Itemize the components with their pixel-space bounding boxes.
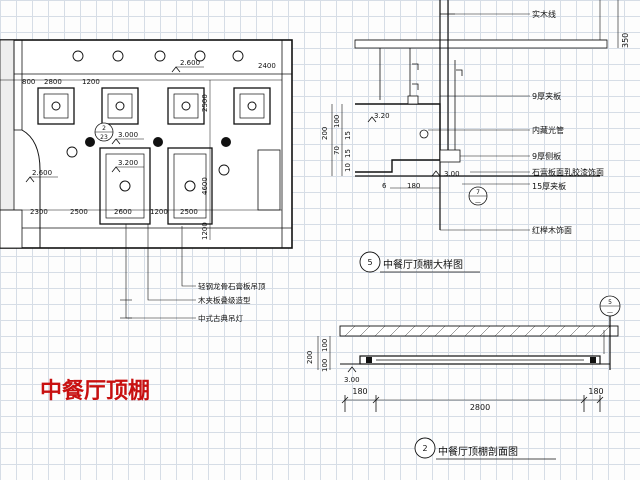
section-dim: 180 (588, 387, 603, 396)
coffer-row-bottom (99, 147, 213, 225)
plan-bottom-dim: 1200 (150, 208, 168, 216)
slide-title: 中餐厅顶棚 (40, 379, 150, 404)
svg-text:3.20: 3.20 (374, 112, 390, 120)
elevation-mark: 2.600 (171, 59, 204, 73)
caption-number: 2 (422, 444, 427, 453)
elevation-mark: 3.000 (111, 131, 144, 145)
detail-label: 9厚侧板 (532, 151, 561, 161)
downlight (194, 50, 206, 62)
svg-text:5: 5 (608, 299, 612, 306)
plan-top-dim: 2400 (258, 62, 276, 70)
elevation-mark: 2.600 (25, 169, 58, 183)
detail-dim: 15 (344, 131, 352, 140)
section-caption: 2 中餐厅顶棚剖面图 (414, 437, 556, 460)
section-dim: 2800 (470, 403, 490, 412)
section-dim: 180 (352, 387, 367, 396)
section-dim: 100 (321, 359, 329, 372)
section-ref-bubble: 5 — (599, 295, 621, 354)
section-slab (339, 325, 619, 337)
section-mark: 2 23 (94, 122, 114, 142)
downlight (154, 50, 166, 62)
pendant-lamp-icon (221, 137, 231, 147)
detail-dim: 15 (344, 149, 352, 158)
detail-label: 红榉木饰面 (532, 225, 572, 235)
detail-ceiling-box (355, 103, 441, 173)
detail-label: 15厚夹板 (532, 181, 566, 191)
svg-text:2.600: 2.600 (32, 169, 52, 177)
elevation-mark: 3.200 (111, 159, 144, 173)
caption-text: 中餐厅顶棚大样图 (383, 258, 463, 271)
plan-vertical-dim: 2500 (201, 94, 209, 112)
plan-bottom-dim: 2300 (30, 208, 48, 216)
plan-bottom-dim: 2500 (180, 208, 198, 216)
plan-outline (0, 39, 293, 249)
detail-dim: 10 (344, 163, 352, 172)
detail-label: 内藏光管 (532, 125, 564, 135)
plan-bottom-dim: 2600 (114, 208, 132, 216)
downlight (112, 50, 124, 62)
coffer-row-top (37, 87, 271, 125)
downlight (72, 50, 84, 62)
plan-corner-block (0, 209, 23, 249)
downlight (232, 50, 244, 62)
pendant-lamp-icon (85, 137, 95, 147)
plan-top-dim: 1200 (82, 78, 100, 86)
plan-top-dim: 800 (22, 78, 35, 86)
caption-text: 中餐厅顶棚剖面图 (438, 445, 518, 458)
svg-text:3.000: 3.000 (118, 131, 138, 139)
callout-label: 轻钢龙骨石膏板吊顶 (198, 281, 266, 291)
svg-text:2: 2 (102, 125, 106, 132)
svg-text:3.00: 3.00 (444, 170, 460, 178)
plan-bottom-dim: 2500 (70, 208, 88, 216)
detail-caption: 5 中餐厅顶棚大样图 (359, 251, 480, 273)
plan-column (13, 39, 23, 131)
light-tube-icon (419, 129, 429, 139)
pendant-lamp-icon (153, 137, 163, 147)
section-dim: 100 (321, 339, 329, 352)
ceiling-plan: 800 2800 1200 2400 2300 2500 2600 1200 2… (0, 39, 293, 323)
svg-text:2.600: 2.600 (180, 59, 200, 67)
callout-label: 木夹板叠级造型 (198, 295, 251, 305)
callout-leaders (120, 224, 196, 319)
detail-label-top: 实木线 (532, 9, 556, 19)
detail-dim: 6 (382, 182, 387, 190)
svg-text:3.200: 3.200 (118, 159, 138, 167)
svg-text:23: 23 (100, 134, 108, 141)
svg-text:7: 7 (476, 189, 480, 196)
ceiling-detail: 200 100 70 15 15 10 6 180 3.20 3.00 350 (321, 0, 630, 273)
svg-text:—: — (607, 309, 613, 316)
svg-text:3.00: 3.00 (344, 376, 360, 384)
elevation-mark: 3.20 (367, 112, 390, 123)
detail-dim: 200 (321, 127, 329, 140)
detail-dim: 100 (333, 115, 341, 128)
detail-dim: 70 (333, 146, 341, 155)
plan-vertical-dim: 4600 (201, 177, 209, 195)
svg-text:—: — (475, 199, 481, 206)
detail-label: 石膏板面乳胶漆饰面 (532, 167, 604, 177)
section-dim: 200 (306, 351, 314, 364)
plan-top-dim: 2800 (44, 78, 62, 86)
detail-dim: 180 (407, 182, 420, 190)
callout-label: 中式古典吊灯 (198, 313, 243, 323)
plan-vertical-dim: 1200 (201, 222, 209, 240)
detail-ref-bubble: 7 — (468, 186, 488, 206)
plan-curved-wall (21, 129, 41, 248)
detail-dim-350: 350 (621, 33, 630, 48)
elevation-mark: 3.00 (344, 366, 360, 384)
detail-label: 9厚夹板 (532, 91, 561, 101)
elevation-mark: 3.00 (431, 170, 460, 178)
caption-number: 5 (367, 258, 372, 267)
ceiling-section: 200 100 100 3.00 180 2800 180 5 (306, 295, 621, 460)
